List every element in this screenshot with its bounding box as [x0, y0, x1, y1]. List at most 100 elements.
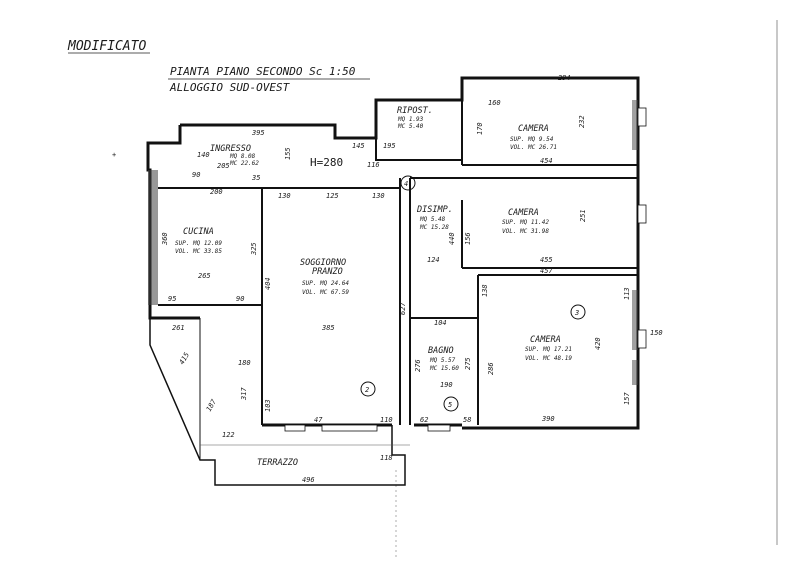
dim-ingresso-w: 395 — [251, 129, 265, 137]
room-ingresso-vol: MC 22.62 — [229, 160, 259, 167]
dim-47: 47 — [314, 416, 323, 424]
room-camera2-name: CAMERA — [508, 208, 539, 218]
dim-140: 140 — [197, 151, 210, 159]
room-ingresso-sup: MQ 8.08 — [229, 153, 256, 160]
dim-cucina-w: 265 — [198, 272, 211, 280]
dim-62: 62 — [420, 416, 428, 424]
dim-145: 145 — [352, 142, 365, 150]
room-camera1-name: CAMERA — [518, 124, 549, 134]
status-label: MODIFICATO — [67, 39, 146, 54]
room-soggiorno-vol: VOL. MC 67.59 — [302, 289, 349, 296]
dim-sogg-h: 404 — [264, 277, 272, 290]
dim-286: 286 — [487, 362, 495, 375]
dim-125: 125 — [326, 192, 339, 200]
marker-3: 3 — [574, 309, 579, 317]
dim-cam1-h: 232 — [578, 115, 586, 128]
dim-156: 156 — [464, 232, 472, 245]
room-ripost-name: RIPOST. — [397, 106, 433, 116]
dim-155: 155 — [284, 147, 292, 160]
dim-103: 103 — [264, 399, 272, 412]
interior-walls — [158, 100, 638, 425]
dim-95: 95 — [168, 295, 176, 303]
room-camera3-vol: VOL. MC 48.19 — [525, 355, 572, 362]
axis-mark: + — [112, 151, 116, 159]
room-soggiorno-name1: SOGGIORNO — [300, 258, 346, 268]
dim-cam2-h: 251 — [579, 209, 587, 222]
dim-317: 317 — [240, 387, 248, 401]
dim-35: 35 — [251, 174, 260, 182]
plan-title: PIANTA PIANO SECONDO Sc 1:50 — [170, 65, 356, 78]
dim-terr-l: 122 — [222, 431, 235, 439]
dim-440: 440 — [448, 232, 456, 245]
wall-hatch-east-3 — [632, 360, 638, 385]
dim-110: 110 — [380, 416, 393, 424]
room-disimp-vol: MC 15.28 — [419, 224, 449, 231]
room-bagno-vol: MC 15.60 — [429, 365, 459, 372]
room-cucina-name: CUCINA — [183, 227, 214, 237]
room-camera1-vol: VOL. MC 26.71 — [510, 144, 557, 151]
room-soggiorno-sup: SUP. MQ 24.64 — [302, 280, 349, 287]
dim-cam3-w: 390 — [541, 415, 555, 423]
dim-195: 195 — [383, 142, 396, 150]
dim-90b: 90 — [236, 295, 244, 303]
dim-cam3-top: 457 — [540, 267, 553, 275]
dim-627: 627 — [399, 302, 407, 315]
dim-200: 200 — [210, 188, 223, 196]
room-cucina-vol: VOL. MC 33.85 — [175, 248, 222, 255]
marker-2: 2 — [365, 386, 369, 394]
dim-190: 190 — [440, 381, 453, 389]
room-camera3-sup: SUP. MQ 17.21 — [525, 346, 572, 353]
room-ripost-vol: MC 5.40 — [397, 123, 424, 130]
dim-118: 118 — [380, 454, 393, 462]
dim-113: 113 — [623, 287, 631, 300]
room-soggiorno-name2: PRANZO — [312, 267, 343, 277]
section-markers: 4 2 5 3 — [360, 175, 586, 412]
dim-150: 150 — [650, 329, 663, 337]
room-camera2-sup: SUP. MQ 11.42 — [502, 219, 549, 226]
room-disimp-sup: MQ 5.48 — [419, 216, 446, 223]
dim-157: 157 — [623, 392, 631, 405]
windows — [284, 107, 647, 432]
dim-cam2-w: 455 — [540, 256, 553, 264]
height-label: H=280 — [310, 156, 343, 169]
dim-276: 276 — [414, 359, 422, 372]
marker-5: 5 — [448, 401, 452, 409]
dim-205: 205 — [217, 162, 230, 170]
dim-170: 170 — [476, 122, 484, 135]
dim-116: 116 — [367, 161, 380, 169]
room-terrazzo-name: TERRAZZO — [257, 458, 298, 468]
wall-hatch-west — [148, 170, 158, 305]
room-ingresso-name: INGRESSO — [210, 144, 251, 154]
wall-hatch-east-1 — [632, 100, 638, 150]
room-disimp-name: DISIMP. — [416, 205, 453, 215]
dim-104: 104 — [434, 319, 447, 327]
dim-cam1-w: 294 — [558, 74, 571, 82]
dim-187: 187 — [205, 397, 219, 413]
dim-130b: 130 — [372, 192, 385, 200]
dim-130: 130 — [278, 192, 291, 200]
dim-124: 124 — [427, 256, 440, 264]
dim-cam3-h: 420 — [594, 337, 602, 350]
dim-terr-w: 496 — [302, 476, 315, 484]
room-ripost-sup: MQ 1.93 — [397, 116, 424, 123]
room-bagno-sup: MQ 5.57 — [429, 357, 456, 364]
dim-cucina-h: 360 — [161, 232, 169, 246]
dim-325: 325 — [250, 242, 258, 256]
dim-138: 138 — [481, 284, 489, 297]
dim-261: 261 — [172, 324, 185, 332]
dimension-labels: 395 265 360 385 404 294 232 454 455 251 … — [161, 74, 663, 484]
room-cucina-sup: SUP. MQ 12.09 — [175, 240, 222, 247]
room-camera3-name: CAMERA — [530, 335, 561, 345]
room-camera1-sup: SUP. MQ 9.54 — [510, 136, 554, 143]
marker-4: 4 — [404, 180, 408, 188]
dim-90: 90 — [192, 171, 200, 179]
dim-58: 58 — [463, 416, 471, 424]
dim-sogg-w: 385 — [321, 324, 335, 332]
dim-180: 180 — [238, 359, 251, 367]
dim-cam1-bottom: 454 — [540, 157, 553, 165]
dim-160: 160 — [488, 99, 501, 107]
wall-hatch-east-2 — [632, 290, 638, 350]
room-camera2-vol: VOL. MC 31.98 — [502, 228, 549, 235]
